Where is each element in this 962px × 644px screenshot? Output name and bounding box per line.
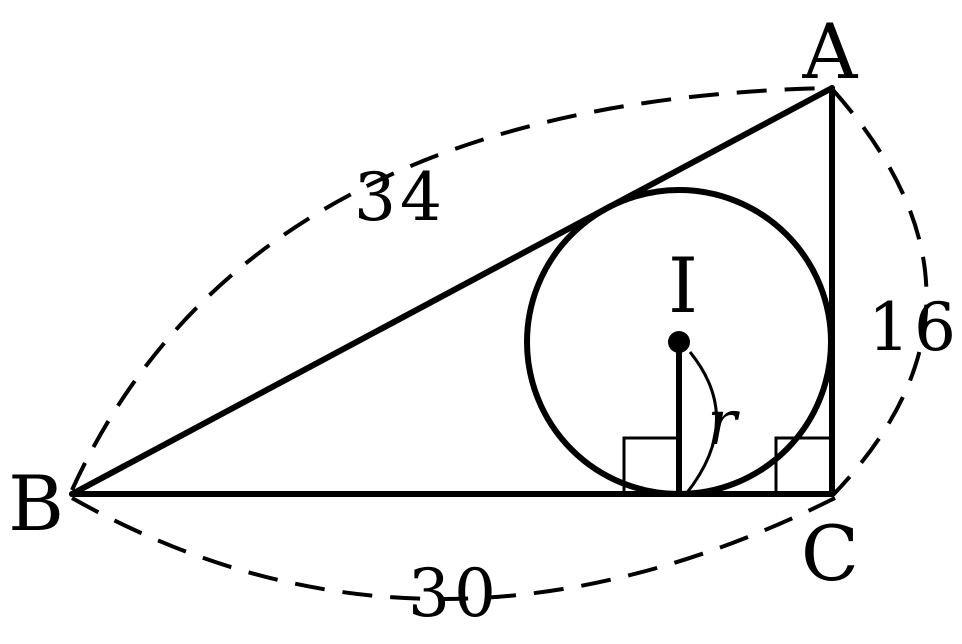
incenter-label: I bbox=[668, 241, 698, 330]
length-label-ab: 34 bbox=[354, 159, 446, 236]
dimension-arc-ac bbox=[831, 88, 929, 497]
vertex-label-c: C bbox=[801, 509, 859, 598]
side-ab bbox=[69, 85, 835, 497]
radius-brace bbox=[684, 351, 718, 495]
radius-label: r bbox=[707, 386, 740, 459]
vertex-label-a: A bbox=[802, 7, 859, 96]
length-label-ac: 16 bbox=[868, 289, 960, 366]
dimension-arc-ab bbox=[70, 86, 831, 491]
right-angle-marker-c bbox=[774, 436, 832, 494]
right-angle-marker-tangent bbox=[622, 436, 679, 494]
vertex-label-b: B bbox=[8, 459, 64, 548]
incenter-point bbox=[668, 331, 690, 353]
length-label-bc: 30 bbox=[408, 555, 500, 632]
dimension-arc-bc bbox=[71, 496, 836, 601]
